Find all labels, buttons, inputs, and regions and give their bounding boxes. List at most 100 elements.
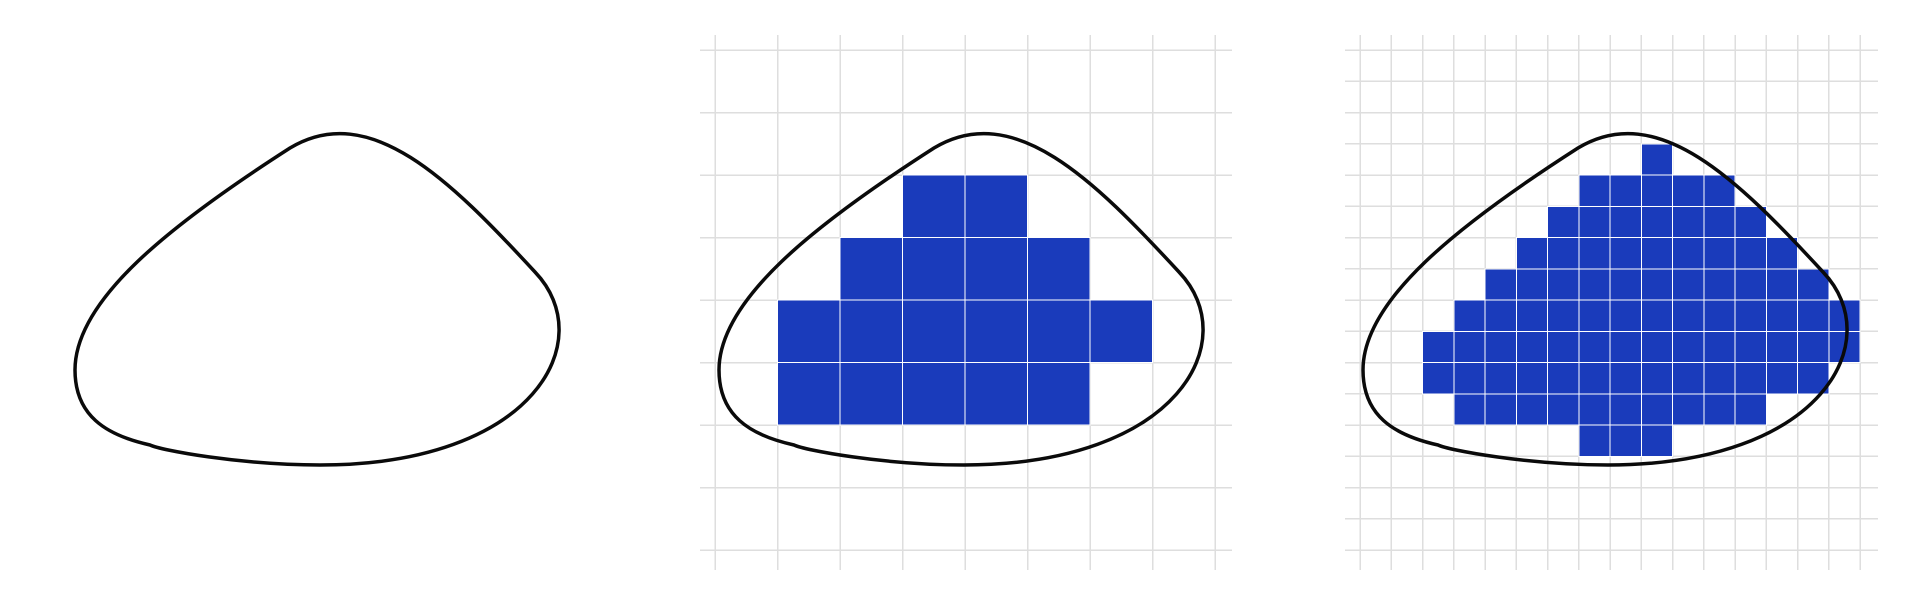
filled-cell bbox=[1578, 205, 1611, 238]
filled-cell bbox=[1640, 393, 1673, 426]
filled-cell bbox=[1422, 362, 1455, 395]
filled-cell bbox=[777, 362, 841, 426]
filled-cell bbox=[964, 237, 1028, 301]
filled-cell bbox=[1640, 299, 1673, 332]
filled-cell bbox=[1672, 268, 1705, 301]
filled-cell bbox=[1703, 393, 1736, 426]
filled-cell bbox=[1484, 330, 1517, 363]
filled-cell bbox=[1515, 268, 1548, 301]
filled-cells bbox=[1422, 143, 1861, 457]
filled-cell bbox=[1640, 424, 1673, 457]
filled-cell bbox=[1578, 174, 1611, 207]
filled-cell bbox=[1547, 237, 1580, 270]
filled-cell bbox=[1640, 205, 1673, 238]
filled-cell bbox=[1515, 299, 1548, 332]
filled-cell bbox=[1609, 268, 1642, 301]
filled-cell bbox=[839, 299, 903, 363]
filled-cell bbox=[902, 362, 966, 426]
filled-cell bbox=[964, 362, 1028, 426]
filled-cell bbox=[1672, 299, 1705, 332]
filled-cell bbox=[1609, 424, 1642, 457]
filled-cell bbox=[839, 362, 903, 426]
filled-cells bbox=[777, 174, 1153, 426]
shape-outline bbox=[717, 131, 1205, 467]
filled-cell bbox=[1672, 330, 1705, 363]
filled-cell bbox=[777, 299, 841, 363]
filled-cell bbox=[1640, 143, 1673, 176]
filled-cell bbox=[1609, 330, 1642, 363]
filled-cell bbox=[1703, 237, 1736, 270]
shape-outline bbox=[1361, 131, 1849, 467]
filled-cell bbox=[1027, 237, 1091, 301]
filled-cell bbox=[1027, 299, 1091, 363]
filled-cell bbox=[1027, 362, 1091, 426]
filled-cell bbox=[1453, 330, 1486, 363]
filled-cell bbox=[1547, 205, 1580, 238]
filled-cell bbox=[1609, 362, 1642, 395]
filled-cell bbox=[1703, 174, 1736, 207]
filled-cell bbox=[902, 237, 966, 301]
filled-cell bbox=[1453, 362, 1486, 395]
filled-cell bbox=[1547, 268, 1580, 301]
filled-cell bbox=[1797, 299, 1830, 332]
filled-cell bbox=[1640, 362, 1673, 395]
filled-cell bbox=[1734, 362, 1767, 395]
filled-cell bbox=[1734, 205, 1767, 238]
filled-cell bbox=[1609, 299, 1642, 332]
filled-cell bbox=[1578, 299, 1611, 332]
filled-cell bbox=[902, 299, 966, 363]
filled-cell bbox=[1734, 330, 1767, 363]
filled-cell bbox=[1672, 237, 1705, 270]
filled-cell bbox=[1734, 393, 1767, 426]
filled-cell bbox=[1578, 268, 1611, 301]
filled-cell bbox=[1515, 330, 1548, 363]
filled-cell bbox=[1609, 237, 1642, 270]
filled-cell bbox=[964, 299, 1028, 363]
filled-cell bbox=[1484, 299, 1517, 332]
panel-shape-only bbox=[73, 131, 561, 467]
filled-cell bbox=[1703, 268, 1736, 301]
filled-cell bbox=[1547, 299, 1580, 332]
filled-cell bbox=[1609, 393, 1642, 426]
filled-cell bbox=[1765, 268, 1798, 301]
filled-cell bbox=[1765, 237, 1798, 270]
filled-cell bbox=[1578, 362, 1611, 395]
filled-cell bbox=[1453, 393, 1486, 426]
filled-cell bbox=[1703, 362, 1736, 395]
filled-cell bbox=[1453, 299, 1486, 332]
filled-cell bbox=[1672, 205, 1705, 238]
filled-cell bbox=[1703, 330, 1736, 363]
filled-cell bbox=[1609, 174, 1642, 207]
filled-cell bbox=[1640, 174, 1673, 207]
filled-cell bbox=[1547, 330, 1580, 363]
panel-coarse-grid bbox=[700, 35, 1232, 570]
filled-cell bbox=[1515, 237, 1548, 270]
filled-cell bbox=[1515, 393, 1548, 426]
filled-cell bbox=[1578, 330, 1611, 363]
filled-cell bbox=[1609, 205, 1642, 238]
filled-cell bbox=[1484, 362, 1517, 395]
filled-cell bbox=[1734, 237, 1767, 270]
filled-cell bbox=[1765, 362, 1798, 395]
filled-cell bbox=[1484, 268, 1517, 301]
filled-cell bbox=[1703, 205, 1736, 238]
filled-cell bbox=[1672, 174, 1705, 207]
filled-cell bbox=[1765, 330, 1798, 363]
filled-cell bbox=[1578, 237, 1611, 270]
filled-cell bbox=[1672, 393, 1705, 426]
filled-cell bbox=[1734, 299, 1767, 332]
filled-cell bbox=[1547, 393, 1580, 426]
filled-cell bbox=[1089, 299, 1153, 363]
filled-cell bbox=[1640, 237, 1673, 270]
filled-cell bbox=[1547, 362, 1580, 395]
filled-cell bbox=[1484, 393, 1517, 426]
panel-fine-grid bbox=[1345, 35, 1878, 570]
filled-cell bbox=[1640, 268, 1673, 301]
filled-cell bbox=[1672, 362, 1705, 395]
filled-cell bbox=[1765, 299, 1798, 332]
filled-cell bbox=[1515, 362, 1548, 395]
filled-cell bbox=[1578, 393, 1611, 426]
filled-cell bbox=[902, 174, 966, 238]
